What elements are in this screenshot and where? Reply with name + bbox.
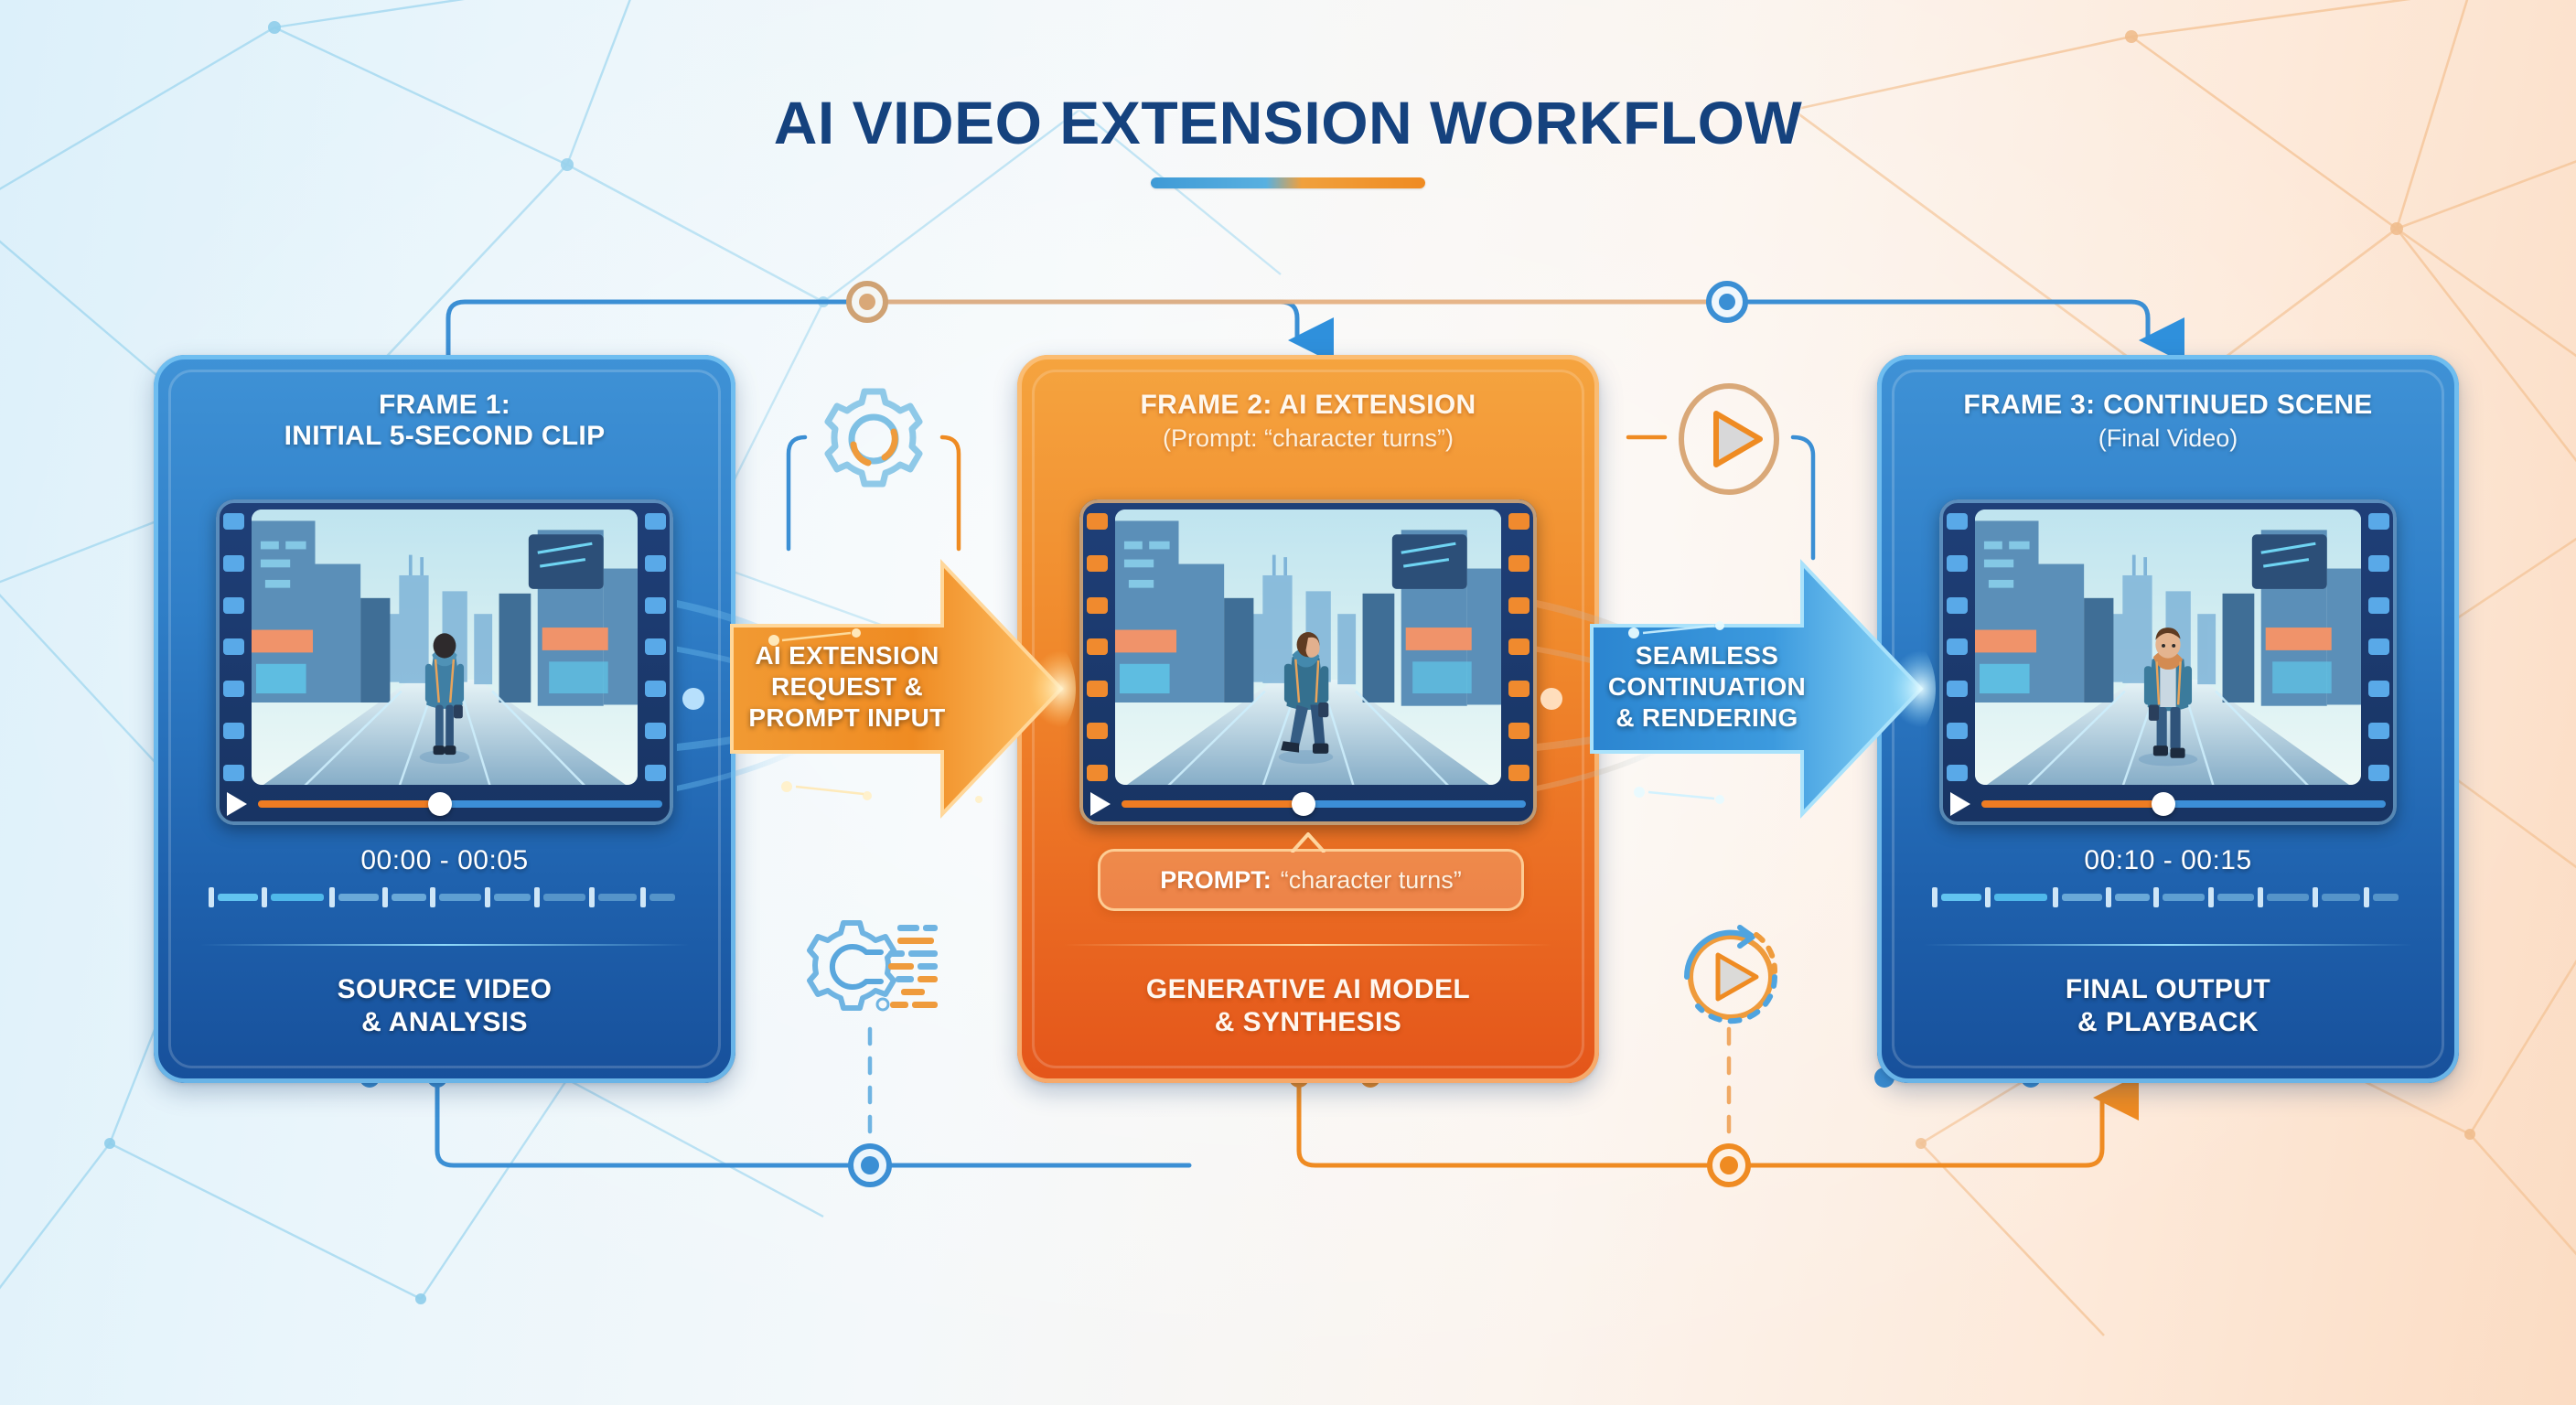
frame-3-controls[interactable] — [1939, 788, 2397, 825]
frame-2-sprockets-left — [1087, 509, 1108, 785]
frame-1-sprockets-left — [223, 509, 244, 785]
frame-2-footer-line1: GENERATIVE AI MODEL — [1145, 974, 1471, 1004]
frame-2-film-row — [1079, 499, 1537, 788]
frame-3-video-player[interactable] — [1939, 499, 2397, 825]
frame-1-progress-knob[interactable] — [427, 792, 452, 816]
play-icon[interactable] — [1950, 792, 1970, 816]
frame-3-progress-track[interactable] — [1981, 792, 2386, 816]
arrow-1-line2: REQUEST & — [770, 672, 924, 702]
frame-1-title-line2: INITIAL 5-SECOND CLIP — [284, 420, 606, 451]
frame-3-sprockets-left — [1947, 509, 1968, 785]
arrow-1-shape — [667, 558, 1076, 820]
frame-3-subtitle: (Final Video) — [2098, 424, 2238, 452]
play-icon[interactable] — [227, 792, 247, 816]
frame-2-footer-line2: & SYNTHESIS — [1214, 1007, 1402, 1037]
arrow-2-line1: SEAMLESS — [1635, 641, 1779, 670]
frame-2-prompt-pointer — [1290, 832, 1326, 853]
frame-1-screen — [252, 509, 638, 785]
frame-3-progress-knob[interactable] — [2151, 792, 2175, 816]
frame-2-card[interactable]: FRAME 2: AI EXTENSION (Prompt: “characte… — [1017, 355, 1599, 1083]
frame-3-timeline-ticks — [1932, 887, 2399, 907]
frame-2-divider — [1063, 944, 1553, 946]
frame-2-header: FRAME 2: AI EXTENSION (Prompt: “characte… — [1017, 390, 1599, 453]
frame-1-header: FRAME 1: INITIAL 5-SECOND CLIP — [154, 390, 735, 451]
page-title: AI VIDEO EXTENSION WORKFLOW — [773, 89, 1803, 156]
frame-2-controls[interactable] — [1079, 788, 1537, 825]
arrow-1: AI EXTENSION REQUEST & PROMPT INPUT — [667, 538, 1079, 840]
title-underline-bar — [1151, 177, 1425, 188]
frame-2-prompt-pill[interactable]: PROMPT: “character turns” — [1098, 849, 1524, 911]
frame-3-title: FRAME 3: CONTINUED SCENE — [1963, 390, 2373, 420]
frame-3-header: FRAME 3: CONTINUED SCENE (Final Video) — [1877, 390, 2459, 453]
frame-2-sprockets-right — [1508, 509, 1530, 785]
frame-1-scene-art — [252, 509, 638, 785]
arrow-1-line1: AI EXTENSION — [755, 641, 939, 670]
frame-2-title: FRAME 2: AI EXTENSION — [1140, 390, 1476, 420]
frame-3-screen — [1975, 509, 2361, 785]
arrow-2-shape — [1527, 558, 1936, 820]
arrow-2-line3: & RENDERING — [1615, 703, 1798, 733]
frame-1-card[interactable]: FRAME 1: INITIAL 5-SECOND CLIP — [154, 355, 735, 1083]
frame-3-sprockets-right — [2368, 509, 2389, 785]
arrow-1-line3: PROMPT INPUT — [748, 703, 946, 733]
frame-1-footer-line2: & ANALYSIS — [361, 1007, 528, 1037]
frame-3-card[interactable]: FRAME 3: CONTINUED SCENE (Final Video) — [1877, 355, 2459, 1083]
frame-1-footer-line1: SOURCE VIDEO — [337, 974, 553, 1004]
frame-1-timeline-ticks — [209, 887, 675, 907]
frame-3-footer-line2: & PLAYBACK — [2077, 1007, 2259, 1037]
frame-2-prompt-value: “character turns” — [1280, 865, 1462, 894]
arrow-2: SEAMLESS CONTINUATION & RENDERING — [1527, 538, 1939, 840]
header: AI VIDEO EXTENSION WORKFLOW — [0, 88, 2576, 188]
frame-2-progress-knob[interactable] — [1291, 792, 1315, 816]
frame-2-subtitle: (Prompt: “character turns”) — [1162, 424, 1454, 452]
gear-icon[interactable] — [805, 375, 942, 503]
play-circle-icon[interactable] — [1665, 377, 1793, 501]
frame-1-timestamp: 00:00 - 00:05 — [360, 845, 529, 875]
frame-1-progress-track[interactable] — [258, 792, 662, 816]
frame-1-film-row — [216, 499, 673, 788]
frame-3-footer-line1: FINAL OUTPUT — [2065, 974, 2271, 1004]
play-icon[interactable] — [1090, 792, 1111, 816]
frame-2-progress-track[interactable] — [1122, 792, 1526, 816]
frame-3-divider — [1923, 944, 2413, 946]
arrow-2-line2: CONTINUATION — [1607, 672, 1807, 702]
frame-1-video-player[interactable] — [216, 499, 673, 825]
arrow-2-label: SEAMLESS CONTINUATION & RENDERING — [1546, 640, 1868, 734]
frame-3-footer: FINAL OUTPUT & PLAYBACK — [1877, 973, 2459, 1039]
frame-2-scene-art — [1115, 509, 1501, 785]
frame-1-footer: SOURCE VIDEO & ANALYSIS — [154, 973, 735, 1039]
frame-2-footer: GENERATIVE AI MODEL & SYNTHESIS — [1017, 973, 1599, 1039]
frame-3-scene-art — [1975, 509, 2361, 785]
frame-2-prompt-label: PROMPT: — [1160, 865, 1272, 894]
frame-3-film-row — [1939, 499, 2397, 788]
frame-1-title: FRAME 1: — [378, 390, 511, 420]
arrow-1-label: AI EXTENSION REQUEST & PROMPT INPUT — [686, 640, 1008, 734]
frame-1-divider — [199, 944, 690, 946]
frame-2-video-player[interactable] — [1079, 499, 1537, 825]
gear-data-icon[interactable] — [800, 910, 947, 1038]
play-loop-icon[interactable] — [1665, 915, 1802, 1043]
frame-3-timestamp: 00:10 - 00:15 — [2084, 845, 2252, 875]
frame-2-screen — [1115, 509, 1501, 785]
frame-1-controls[interactable] — [216, 788, 673, 825]
frame-1-sprockets-right — [645, 509, 666, 785]
